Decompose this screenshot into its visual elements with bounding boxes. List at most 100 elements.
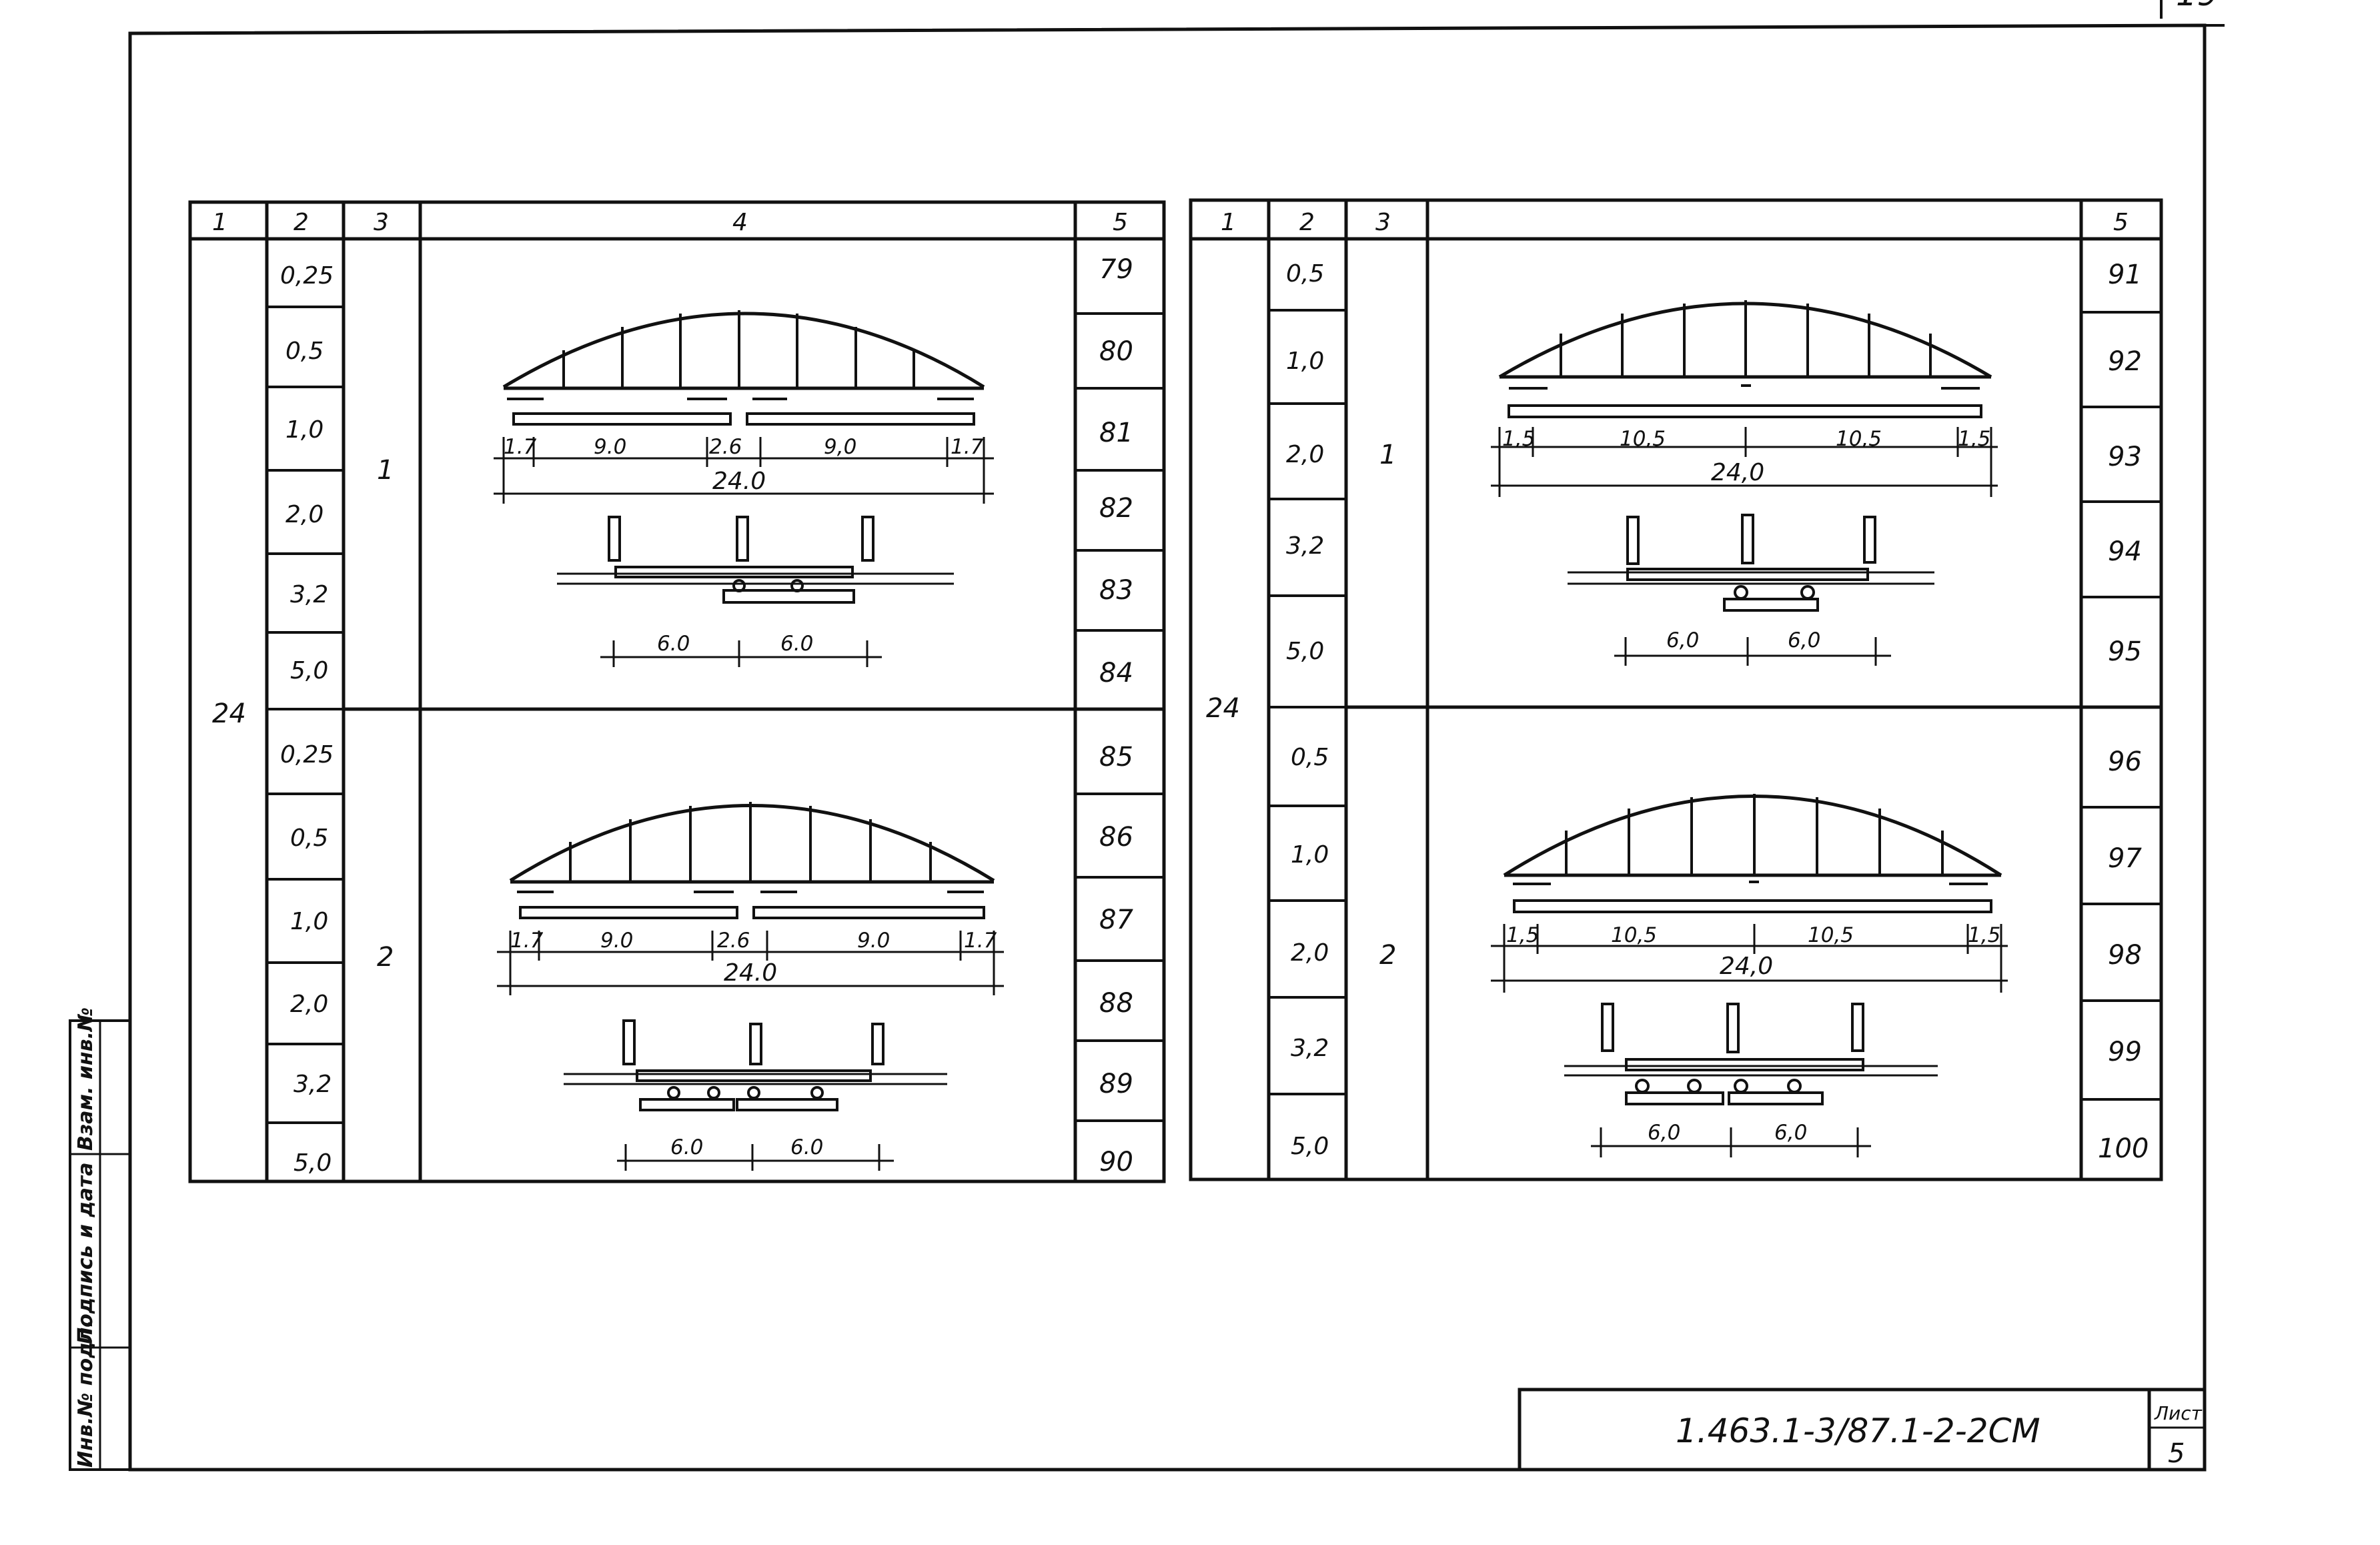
sheet-frame	[128, 0, 2225, 1472]
dim-label: 9.0	[857, 929, 890, 953]
crane-dim: 6.0	[657, 632, 690, 656]
load-value: 0,25	[280, 262, 334, 290]
left-table: 1 2 3 4 5 24 1 2 0,25 0,5 1,0 2,0 3,2 5,…	[188, 200, 1166, 1183]
load-value: 0,25	[280, 741, 334, 768]
right-col-header-1: 1	[1221, 209, 1236, 236]
stamp-signature-date: Подпись и дата	[74, 1163, 97, 1344]
crane-dim: 6,0	[1788, 628, 1820, 652]
row-number: 87	[1099, 905, 1133, 935]
right-span-value: 24	[1206, 693, 1240, 724]
row-number: 82	[1099, 493, 1133, 524]
row-number: 96	[2108, 746, 2142, 777]
load-value: 3,2	[1286, 532, 1324, 560]
crane-dim: 6.0	[670, 1135, 703, 1159]
right-col-header-3: 3	[1375, 209, 1391, 236]
dim-label: 10,5	[1611, 923, 1657, 947]
dim-total: 24.0	[724, 959, 777, 987]
load-value: 3,2	[290, 581, 328, 608]
left-scheme-2: 2	[377, 942, 394, 973]
row-number: 93	[2108, 442, 2142, 472]
dim-label: 10,5	[1620, 427, 1666, 451]
left-scheme-1: 1	[377, 455, 394, 486]
row-number: 98	[2108, 940, 2142, 971]
crane-dim: 6.0	[790, 1135, 823, 1159]
load-value: 2,0	[285, 501, 324, 528]
right-scheme-1: 1	[1379, 440, 1396, 470]
row-number: 79	[1099, 254, 1133, 285]
load-value: 5,0	[1291, 1133, 1329, 1160]
load-value: 0,5	[1286, 260, 1324, 288]
load-value: 0,5	[1291, 744, 1329, 771]
sheet-number: 5	[2168, 1438, 2185, 1469]
stamp-replacement-inv: Взам. инв.№	[74, 1007, 97, 1151]
document-designation: 1.463.1-3/87.1-2-2СМ	[1676, 1412, 2040, 1450]
left-col-header-4: 4	[732, 209, 748, 236]
row-number: 95	[2108, 636, 2142, 667]
row-number: 84	[1099, 658, 1133, 688]
row-number: 92	[2108, 346, 2142, 377]
dim-label: 1.7	[964, 929, 997, 953]
load-value: 1,0	[285, 416, 324, 444]
row-number: 89	[1099, 1069, 1133, 1099]
dim-label: 9,0	[824, 435, 856, 459]
dim-label: 1.7	[504, 435, 537, 459]
load-value: 5,0	[290, 657, 328, 684]
load-value: 1,0	[1286, 348, 1324, 375]
row-number: 90	[1099, 1147, 1133, 1177]
left-scheme-1-drawing	[494, 310, 994, 667]
row-number: 88	[1099, 988, 1133, 1019]
dim-label: 1.7	[510, 929, 544, 953]
right-scheme-2-drawing	[1491, 794, 2008, 1157]
dim-label: 1,5	[1506, 923, 1539, 947]
load-value: 2,0	[1286, 441, 1324, 468]
crane-dim: 6,0	[1666, 628, 1699, 652]
load-value: 3,2	[1291, 1035, 1329, 1062]
right-col-header-2: 2	[1299, 209, 1315, 236]
left-col-header-5: 5	[1113, 209, 1128, 236]
corner-mark: 19	[2176, 0, 2219, 13]
right-scheme-2: 2	[1379, 940, 1396, 971]
dim-label: 9.0	[600, 929, 633, 953]
load-value: 0,5	[285, 338, 324, 365]
row-number: 81	[1099, 418, 1133, 448]
dim-label: 1,5	[1968, 923, 2000, 947]
dim-label: 9.0	[594, 435, 626, 459]
right-scheme-1-drawing	[1491, 300, 1998, 666]
stamp-inv-original: Инв.№ подл.	[74, 1320, 97, 1468]
row-number: 80	[1099, 336, 1133, 367]
load-value: 1,0	[290, 908, 328, 935]
load-value: 5,0	[293, 1149, 332, 1177]
dim-label: 2.6	[709, 435, 742, 459]
row-number: 91	[2108, 260, 2142, 290]
dim-total: 24,0	[1720, 953, 1773, 980]
sheet-label: Лист	[2154, 1402, 2203, 1424]
load-value: 0,5	[290, 825, 328, 852]
dim-label: 10,5	[1836, 427, 1882, 451]
row-number: 85	[1099, 742, 1133, 772]
left-col-header-1: 1	[212, 209, 227, 236]
dim-total: 24.0	[712, 468, 766, 495]
load-value: 1,0	[1291, 841, 1329, 869]
row-number: 99	[2108, 1037, 2142, 1067]
crane-dim: 6.0	[780, 632, 813, 656]
dim-label: 1,5	[1958, 427, 1990, 451]
dim-label: 2.6	[717, 929, 750, 953]
row-number: 94	[2108, 536, 2142, 567]
load-value: 3,2	[293, 1071, 332, 1098]
load-value: 5,0	[1286, 638, 1324, 665]
title-block	[1518, 1388, 2205, 1470]
right-table: 1 2 3 5 24 1 2 0,5 1,0 2,0 3,2 5,0 0,5 1…	[1189, 198, 2163, 1181]
load-value: 2,0	[290, 991, 328, 1018]
row-number: 83	[1099, 575, 1133, 606]
row-number: 86	[1099, 822, 1133, 853]
right-col-header-5: 5	[2113, 209, 2129, 236]
dim-label: 1.7	[951, 435, 984, 459]
crane-dim: 6,0	[1648, 1121, 1680, 1145]
side-stamp: Инв.№ подл. Подпись и дата Взам. инв.№	[69, 1007, 131, 1471]
dim-total: 24,0	[1711, 459, 1764, 486]
crane-dim: 6,0	[1774, 1121, 1807, 1145]
dim-label: 1,5	[1502, 427, 1535, 451]
dim-label: 10,5	[1808, 923, 1854, 947]
left-span-value: 24	[212, 698, 246, 729]
